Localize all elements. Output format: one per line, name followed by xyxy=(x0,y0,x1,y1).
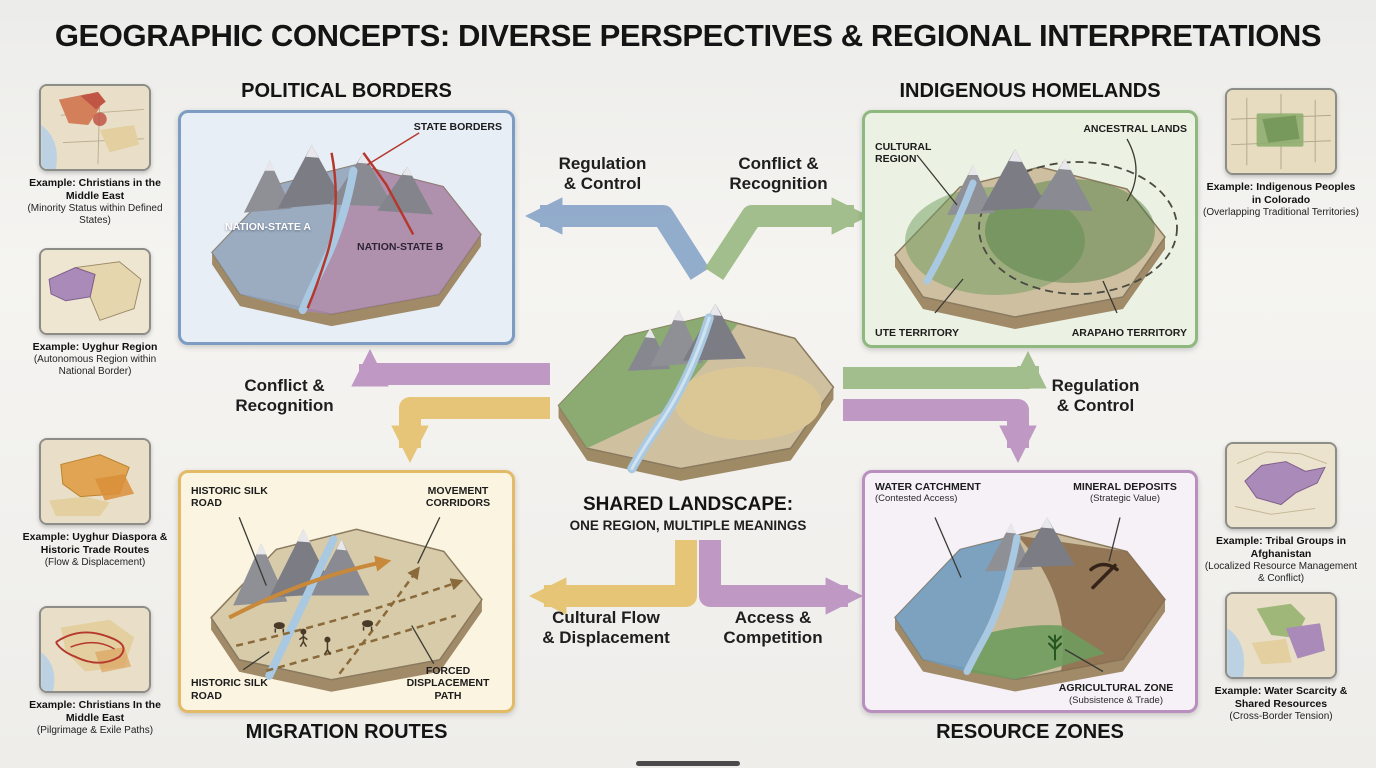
mineral-deposits-label: MINERAL DEPOSITS (Strategic Value) xyxy=(1061,481,1189,505)
arapaho-territory-label: ARAPAHO TERRITORY xyxy=(1071,326,1187,339)
example-card-water-scarcity: Example: Water Scarcity & Shared Resourc… xyxy=(1201,592,1361,723)
political-borders-heading: POLITICAL BORDERS xyxy=(241,80,452,102)
bottom-bar-indicator xyxy=(636,761,740,766)
migration-routes-panel: HISTORIC SILK ROAD MOVEMENT CORRIDORS HI… xyxy=(178,470,515,713)
example-note: (Minority Status within Defined States) xyxy=(27,203,163,227)
example-title: Example: Christians in the Middle East xyxy=(29,177,161,203)
mineral-deposits-title: MINERAL DEPOSITS xyxy=(1073,481,1177,493)
nation-state-b-label: NATION-STATE B xyxy=(357,241,444,253)
example-note: (Localized Resource Management & Conflic… xyxy=(1204,561,1358,585)
arrow-regulation-control-to-political xyxy=(525,197,710,280)
shared-landscape-subheading: ONE REGION, MULTIPLE MEANINGS xyxy=(569,518,807,533)
water-catchment-note: (Contested Access) xyxy=(875,493,958,505)
uyghur-diaspora-map-icon xyxy=(39,438,151,525)
agricultural-zone-note: (Subsistence & Trade) xyxy=(1069,694,1163,706)
political-borders-panel: STATE BORDERS NATION-STATE A NATION-STAT… xyxy=(178,110,515,345)
afghanistan-map-icon xyxy=(1225,442,1337,529)
migration-routes-heading: MIGRATION ROUTES xyxy=(245,721,448,743)
arrow-to-resource-zones xyxy=(843,399,1037,463)
migration-routes-terrain-illustration xyxy=(210,516,483,692)
indigenous-homelands-terrain-illustration xyxy=(894,138,1178,329)
ute-territory-label: UTE TERRITORY xyxy=(875,326,960,339)
example-note: (Overlapping Traditional Territories) xyxy=(1203,207,1359,219)
resource-zones-heading: RESOURCE ZONES xyxy=(936,721,1124,743)
arrow-cultural-flow-left xyxy=(529,540,697,615)
example-title: Example: Tribal Groups in Afghanistan xyxy=(1215,535,1347,561)
page-title: GEOGRAPHIC CONCEPTS: DIVERSE PERSPECTIVE… xyxy=(54,18,1322,53)
shared-landscape-heading: SHARED LANDSCAPE: xyxy=(582,494,794,515)
shared-landscape-caption: SHARED LANDSCAPE: ONE REGION, MULTIPLE M… xyxy=(533,494,843,533)
example-card-uyghur-region: Example: Uyghur Region (Autonomous Regio… xyxy=(15,248,175,379)
example-title: Example: Uyghur Diaspora & Historic Trad… xyxy=(22,531,168,557)
colorado-territories-map-icon xyxy=(1225,88,1337,175)
mineral-deposits-note: (Strategic Value) xyxy=(1089,493,1161,505)
example-note: (Pilgrimage & Exile Paths) xyxy=(36,725,154,737)
conflict-recognition-top-label: Conflict & Recognition xyxy=(729,154,828,194)
shared-landscape-illustration xyxy=(557,303,835,481)
middle-east-minority-map-icon xyxy=(39,84,151,171)
regulation-control-top-label: Regulation & Control xyxy=(558,154,647,194)
arrow-conflict-recognition-to-indigenous xyxy=(704,197,869,281)
agricultural-zone-title: AGRICULTURAL ZONE xyxy=(1058,682,1174,695)
water-catchment-title: WATER CATCHMENT xyxy=(875,481,981,493)
arrow-regulation-control-right-up xyxy=(843,351,1047,389)
historic-silk-road-bottom-label: HISTORIC SILK ROAD xyxy=(191,677,268,702)
example-card-christians-middle-east: Example: Christians in the Middle East (… xyxy=(15,84,175,228)
forced-displacement-path-label: FORCED DISPLACEMENT PATH xyxy=(406,664,490,702)
example-title: Example: Indigenous Peoples in Colorado xyxy=(1206,181,1356,207)
cultural-flow-displacement-label: Cultural Flow & Displacement xyxy=(542,608,670,648)
regulation-control-right-label: Regulation & Control xyxy=(1051,376,1140,416)
state-borders-label: STATE BORDERS xyxy=(413,121,502,133)
movement-corridors-label: MOVEMENT CORRIDORS xyxy=(425,485,491,510)
resource-zones-terrain-illustration xyxy=(894,517,1166,692)
example-card-colorado: Example: Indigenous Peoples in Colorado … xyxy=(1201,88,1361,219)
water-catchment-label: WATER CATCHMENT (Contested Access) xyxy=(875,481,1007,505)
ancestral-lands-label: ANCESTRAL LANDS xyxy=(1083,123,1187,135)
agricultural-zone-label: AGRICULTURAL ZONE (Subsistence & Trade) xyxy=(1045,682,1187,706)
example-title: Example: Christians In the Middle East xyxy=(29,699,161,725)
uyghur-region-map-icon xyxy=(39,248,151,335)
indigenous-homelands-panel: CULTURAL REGION ANCESTRAL LANDS UTE TERR… xyxy=(862,110,1198,348)
example-card-uyghur-diaspora: Example: Uyghur Diaspora & Historic Trad… xyxy=(15,438,175,569)
political-borders-terrain-illustration xyxy=(211,132,482,327)
example-card-christians-paths: Example: Christians In the Middle East (… xyxy=(15,606,175,737)
indigenous-homelands-heading: INDIGENOUS HOMELANDS xyxy=(899,80,1161,102)
resource-zones-panel: WATER CATCHMENT (Contested Access) MINER… xyxy=(862,470,1198,713)
example-card-afghanistan: Example: Tribal Groups in Afghanistan (L… xyxy=(1201,442,1361,586)
example-title: Example: Water Scarcity & Shared Resourc… xyxy=(1214,685,1348,711)
historic-silk-road-top-label: HISTORIC SILK ROAD xyxy=(191,485,268,510)
example-title: Example: Uyghur Region xyxy=(32,341,158,353)
water-scarcity-map-icon xyxy=(1225,592,1337,679)
conflict-recognition-left-label: Conflict & Recognition xyxy=(235,376,334,416)
example-note: (Flow & Displacement) xyxy=(44,557,146,569)
arrow-to-migration-routes xyxy=(391,397,550,463)
access-competition-label: Access & Competition xyxy=(723,608,823,648)
example-note: (Autonomous Region within National Borde… xyxy=(33,354,157,378)
arrow-conflict-recognition-left xyxy=(351,349,550,387)
nation-state-a-label: NATION-STATE A xyxy=(225,221,311,233)
middle-east-paths-map-icon xyxy=(39,606,151,693)
example-note: (Cross-Border Tension) xyxy=(1229,711,1333,723)
cultural-region-label: CULTURAL REGION xyxy=(875,141,932,166)
arrow-access-competition-right xyxy=(699,540,863,615)
